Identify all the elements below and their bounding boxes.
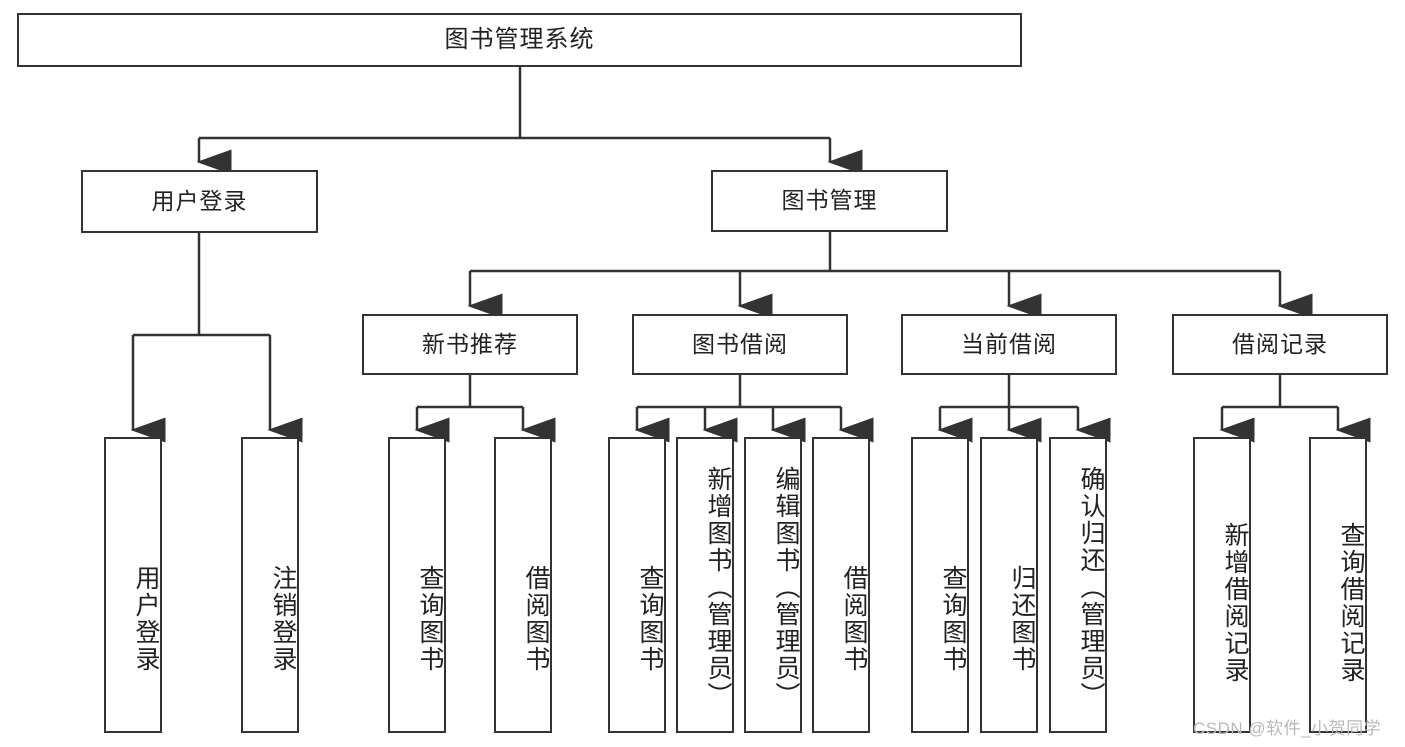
node-user-login[interactable]: 用户登录 [81,170,318,233]
leaf-query-book-new-rec[interactable]: 查询图书 [388,437,446,733]
leaf-borrow-book-borrow[interactable]: 借阅图书 [812,437,870,733]
leaf-borrow-book-new-rec[interactable]: 借阅图书 [494,437,552,733]
leaf-add-book[interactable]: 新增图书（管理员） [676,437,734,733]
leaf-return-book[interactable]: 归还图书 [980,437,1038,733]
node-book-borrow[interactable]: 图书借阅 [632,314,848,375]
node-new-book-rec[interactable]: 新书推荐 [362,314,578,375]
leaf-query-borrow-record[interactable]: 查询借阅记录 [1309,437,1367,733]
leaf-query-book-borrow[interactable]: 查询图书 [608,437,666,733]
node-borrow-record[interactable]: 借阅记录 [1172,314,1388,375]
leaf-user-login[interactable]: 用户登录 [104,437,162,733]
leaf-query-book-current[interactable]: 查询图书 [911,437,969,733]
leaf-confirm-return[interactable]: 确认归还（管理员） [1049,437,1107,733]
node-book-manage[interactable]: 图书管理 [711,170,948,232]
node-current-borrow[interactable]: 当前借阅 [901,314,1117,375]
leaf-add-borrow-record[interactable]: 新增借阅记录 [1193,437,1251,733]
leaf-logout[interactable]: 注销登录 [241,437,299,733]
leaf-edit-book[interactable]: 编辑图书（管理员） [744,437,802,733]
csdn-watermark: CSDN @软件_小贺同学 [1193,719,1382,738]
node-root[interactable]: 图书管理系统 [17,13,1022,67]
